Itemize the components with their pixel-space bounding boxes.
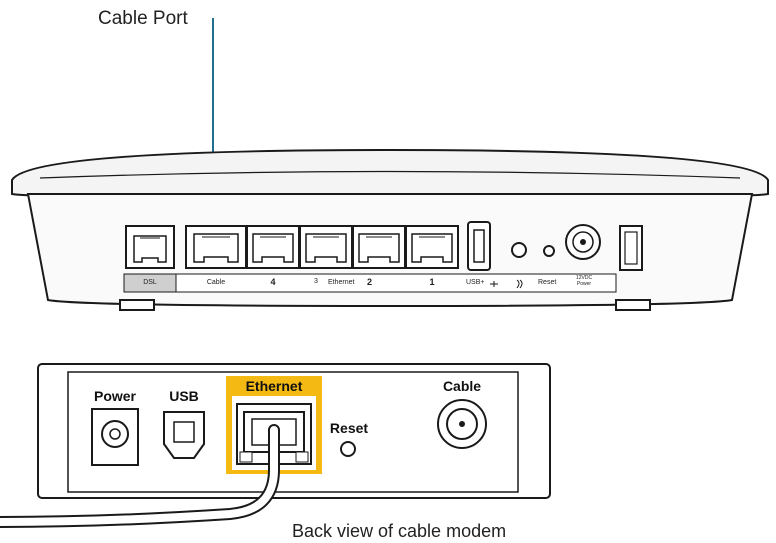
power-label-line1: 12VDC [575,275,593,281]
modem-power-jack [91,408,139,466]
usb-symbol-icon [490,281,498,287]
ethernet-cable [0,424,280,528]
modem-usb-port [163,411,205,459]
router-reset-button [543,245,555,257]
modem-caption: Back view of cable modem [292,521,507,541]
modem-power-label: Power [93,388,136,404]
usb-port-label: USB+ [466,279,485,286]
router [11,148,769,311]
port-2-label: 2 [367,277,373,287]
router-usb-port [467,221,491,271]
wps-button [511,242,527,258]
modem-ethernet-label: Ethernet [245,378,303,394]
ethernet-ports-label: Ethernet [328,279,355,286]
cable-port-callout: Cable Port [98,8,188,29]
ethernet-port-3 [299,225,353,269]
cable-modem [37,363,551,499]
reset-label: Reset [538,279,557,286]
wps-icon [516,279,523,289]
cable-port [185,225,247,269]
ethernet-port-4 [246,225,300,269]
ethernet-port-2 [352,225,406,269]
router-power-jack [565,224,601,260]
router-foot-left [119,299,155,311]
port-4-label: 4 [270,277,276,287]
router-foot-right [615,299,651,311]
dsl-port-label: DSL [143,279,157,286]
port-1-label: 1 [429,277,435,287]
modem-reset-button [340,441,356,457]
dsl-port [125,225,175,269]
dsl-label-strip [123,273,177,293]
router-lid [11,148,769,200]
router-power-switch [619,225,643,271]
modem-cable-label: Cable [442,378,482,394]
modem-reset-label: Reset [329,420,369,436]
modem-usb-label: USB [169,388,199,404]
power-label-line2: Power [576,281,592,287]
ethernet-port-1 [405,225,459,269]
port-3-label: 3 [314,278,318,285]
cable-port-label: Cable [206,279,226,286]
modem-coax-connector [437,399,487,449]
